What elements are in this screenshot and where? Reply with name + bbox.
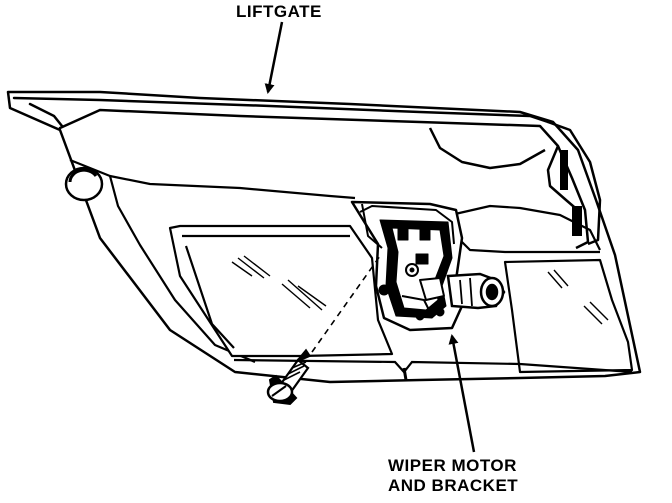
wiper-motor-bracket	[350, 200, 464, 332]
bumper-stop	[64, 166, 104, 202]
liftgate-right-channel	[428, 120, 602, 250]
wiper-label-line2: AND BRACKET	[388, 475, 519, 495]
channel-shadow-lower	[572, 206, 582, 236]
liftgate-label: LIFTGATE	[236, 2, 322, 21]
wiper-motor-label: WIPER MOTOR AND BRACKET	[388, 456, 518, 495]
window-glass-right	[503, 258, 634, 374]
wiper-leader-arrow	[448, 334, 476, 453]
lower-panel-edge	[233, 358, 633, 381]
liftgate-leader-arrow	[264, 21, 284, 94]
mounting-screw	[266, 348, 312, 406]
wiper-motor	[446, 272, 506, 310]
window-glass-left	[168, 224, 394, 358]
glass-reflection-left	[231, 255, 327, 311]
wiper-label-line1: WIPER MOTOR	[388, 456, 517, 475]
channel-shadow	[560, 150, 568, 190]
glass-reflection-right	[547, 269, 609, 325]
inner-trim-contour	[69, 158, 601, 364]
liftgate-top-rim	[12, 96, 550, 130]
assembly-line	[311, 255, 381, 353]
